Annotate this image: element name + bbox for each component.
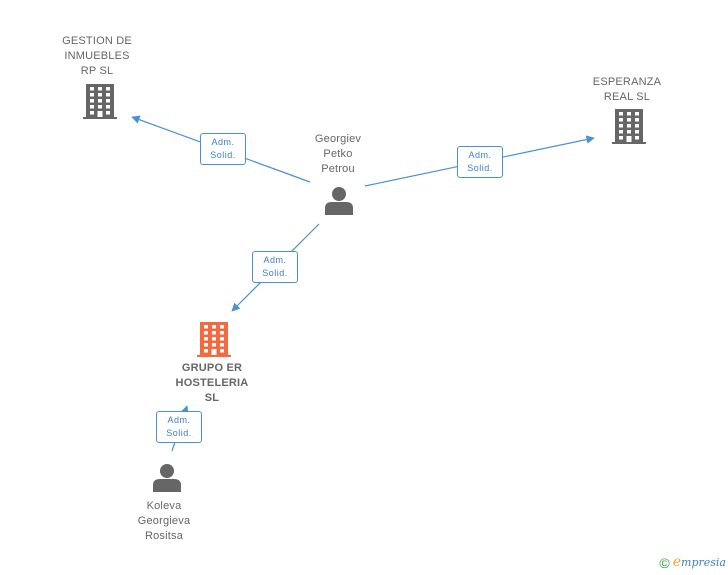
building-icon[interactable]	[612, 109, 646, 144]
person-icon[interactable]	[153, 464, 181, 492]
node-label-grupo[interactable]: GRUPO ER HOSTELERIA SL	[175, 362, 249, 404]
brand-logo-initial: e	[672, 553, 682, 570]
edge-label[interactable]: Adm. Solid.	[200, 133, 246, 165]
node-label-georgiev[interactable]: Georgiev Petko Petrou	[314, 133, 362, 175]
building-icon[interactable]	[83, 84, 117, 119]
edge-label[interactable]: Adm. Solid.	[457, 146, 503, 178]
edge-label[interactable]: Adm. Solid.	[252, 251, 298, 283]
node-label-gestion[interactable]: GESTION DE INMUEBLES RP SL	[62, 35, 132, 77]
copyright-icon: ©	[659, 555, 670, 571]
edge-label[interactable]: Adm. Solid.	[156, 411, 202, 443]
person-icon[interactable]	[325, 187, 353, 215]
node-label-esperanza[interactable]: ESPERANZA REAL SL	[592, 76, 662, 103]
copyright-brand: © empresia	[659, 554, 726, 571]
brand-logo-text: mpresia	[681, 555, 726, 569]
node-label-koleva[interactable]: Koleva Georgieva Rositsa	[137, 500, 191, 542]
building-icon[interactable]	[197, 322, 231, 357]
